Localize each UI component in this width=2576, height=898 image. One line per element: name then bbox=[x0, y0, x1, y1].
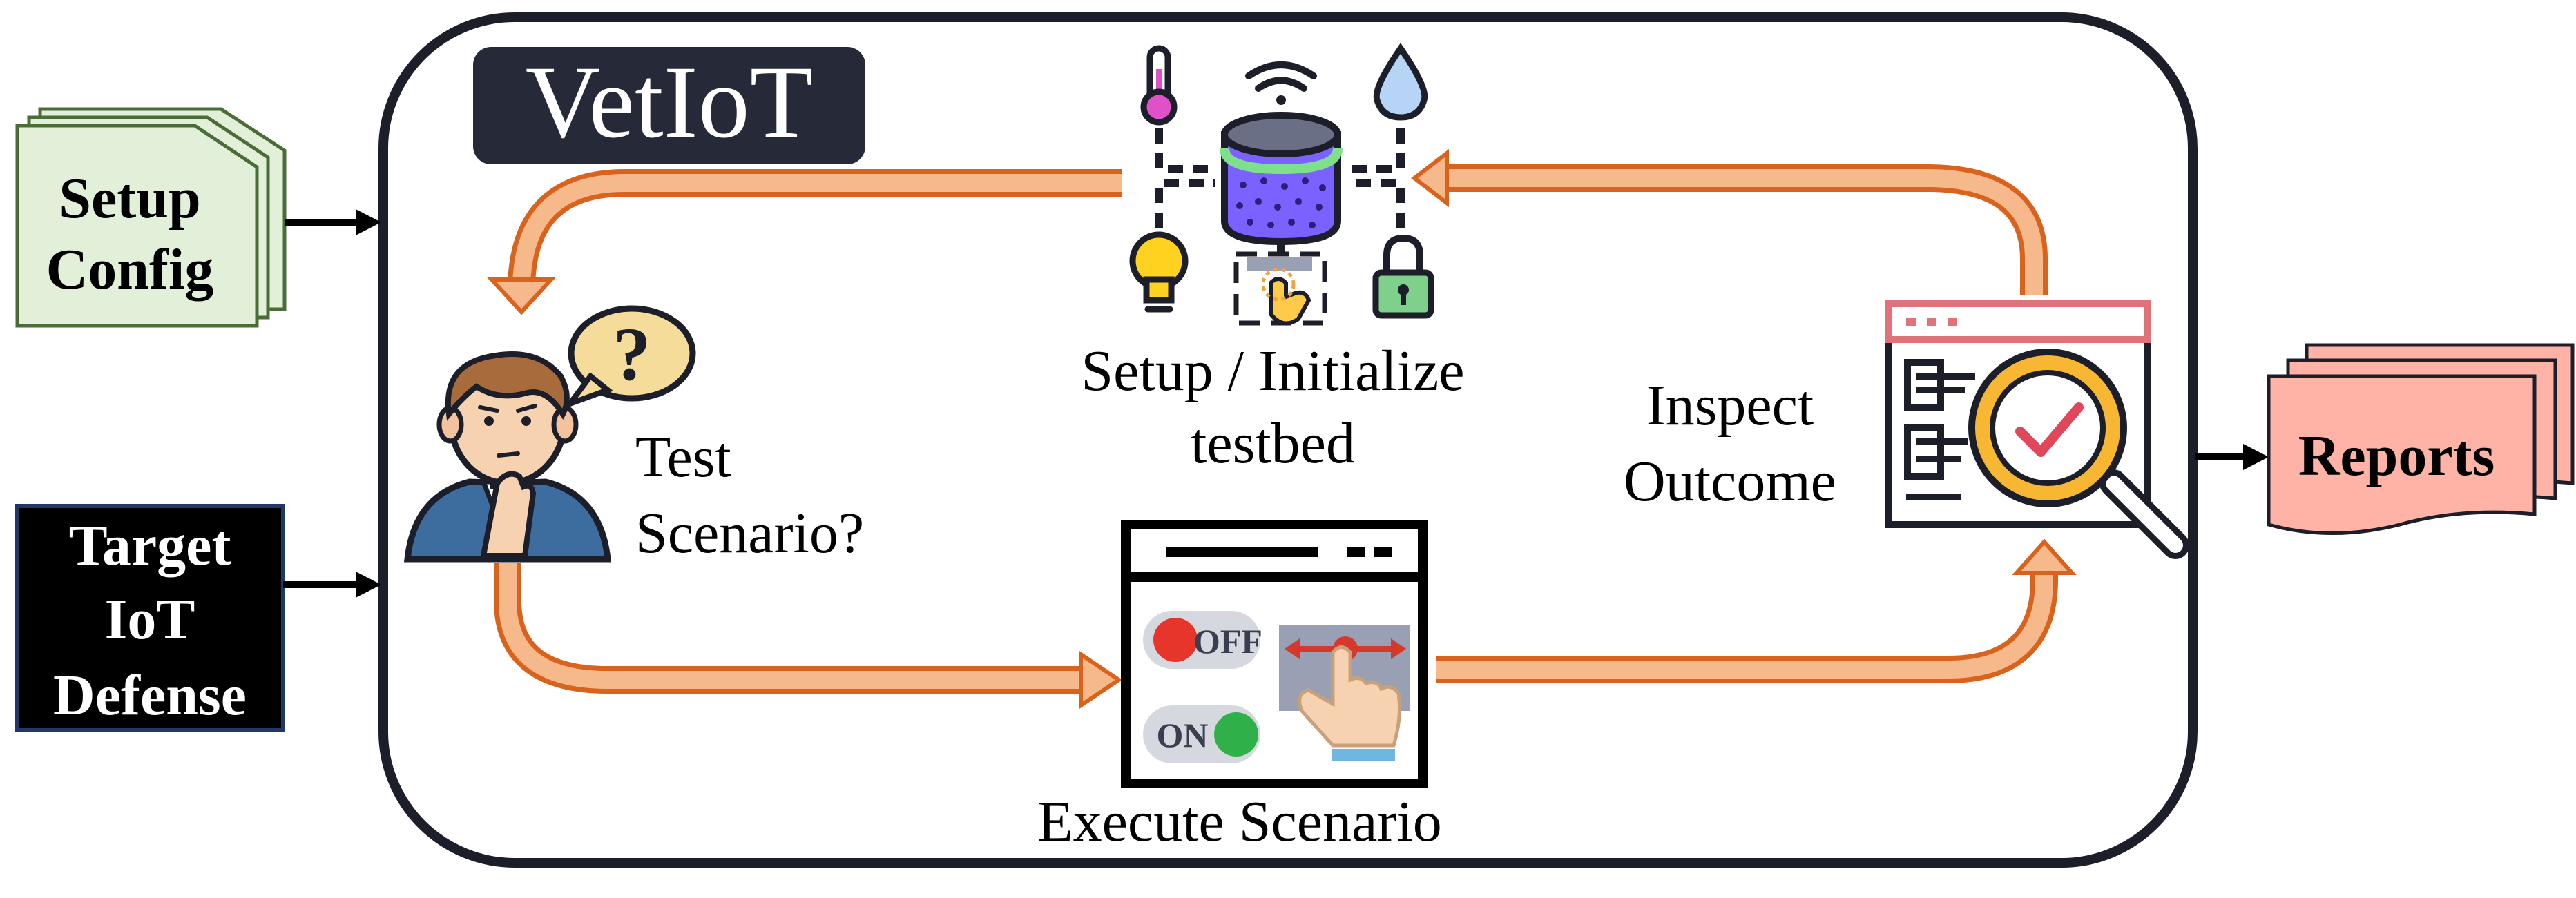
inspect-outcome-line2: Outcome bbox=[1624, 449, 1836, 514]
target-defense-line1: Target bbox=[69, 514, 231, 578]
reports-label: Reports bbox=[2298, 424, 2495, 488]
lock-icon bbox=[1372, 234, 1434, 319]
inspect-outcome-line1: Inspect bbox=[1646, 373, 1814, 438]
setup-config-label-line1: Setup bbox=[59, 166, 200, 231]
off-switch-label: OFF bbox=[1193, 622, 1262, 661]
execute-window-icon: OFF ON bbox=[1121, 520, 1428, 788]
question-mark: ? bbox=[613, 312, 651, 396]
reports-docs: Reports bbox=[2267, 343, 2575, 535]
arrow-testbed-to-scenario bbox=[487, 169, 1122, 315]
testbed-label-line1: Setup / Initialize bbox=[1081, 339, 1464, 403]
test-scenario-line1: Test bbox=[635, 425, 731, 489]
testbed-icon bbox=[1129, 43, 1434, 326]
target-defense-line3: Defense bbox=[53, 663, 247, 728]
touch-panel-icon bbox=[1233, 251, 1327, 326]
target-defense-box: Target IoT Defense bbox=[15, 504, 285, 732]
reports-arrow bbox=[2195, 444, 2269, 470]
setup-config-arrow bbox=[285, 209, 381, 235]
wifi-icon bbox=[1245, 61, 1317, 105]
thermometer-icon bbox=[1140, 45, 1178, 126]
vetiot-frame bbox=[378, 12, 2198, 868]
database-cylinder bbox=[1220, 112, 1343, 246]
on-switch-icon: ON bbox=[1143, 705, 1260, 763]
arrow-scenario-to-execute bbox=[494, 563, 1123, 710]
title-text: VetIoT bbox=[526, 45, 814, 159]
title-badge: VetIoT bbox=[473, 45, 865, 164]
setup-config-label-line2: Config bbox=[46, 237, 214, 302]
off-switch-icon: OFF bbox=[1143, 611, 1262, 669]
on-switch-label: ON bbox=[1157, 716, 1209, 754]
thinking-person-icon: ? bbox=[403, 305, 696, 563]
testbed-label-line2: testbed bbox=[1191, 411, 1355, 476]
light-bulb-icon bbox=[1129, 231, 1189, 313]
question-bubble-icon: ? bbox=[561, 305, 696, 410]
target-defense-arrow bbox=[283, 572, 381, 598]
test-scenario-line2: Scenario? bbox=[635, 501, 864, 565]
slider-gesture-icon bbox=[1279, 625, 1410, 761]
setup-config-doc: Setup Config bbox=[15, 107, 287, 328]
inspect-document-icon bbox=[1885, 300, 2189, 559]
execute-scenario-label: Execute Scenario bbox=[1037, 790, 1441, 854]
target-defense-line2: IoT bbox=[105, 587, 195, 652]
arrow-execute-to-inspect bbox=[1436, 538, 2077, 683]
water-drop-icon bbox=[1373, 43, 1428, 121]
magnifier-icon bbox=[1968, 349, 2189, 559]
arrow-inspect-to-testbed bbox=[1411, 148, 2048, 295]
